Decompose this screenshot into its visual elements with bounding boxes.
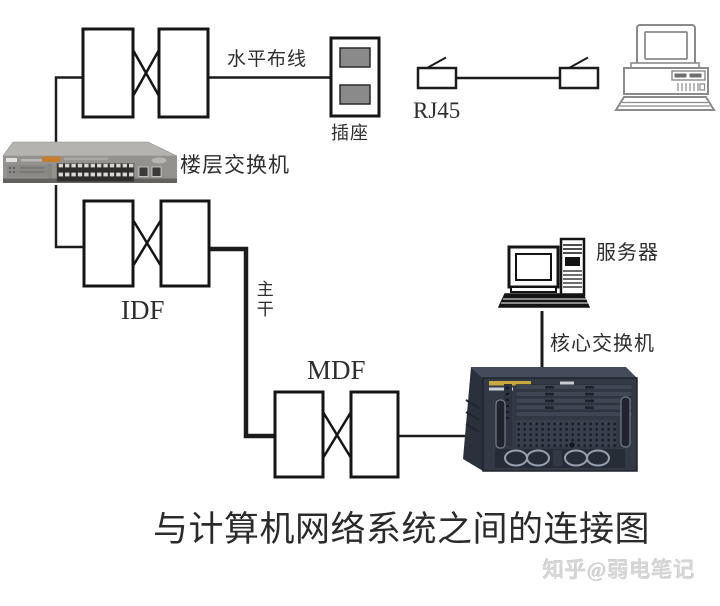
socket-label: 插座 [331,123,369,143]
diagram-title: 与计算机网络系统之间的连接图 [153,510,651,549]
cross-connect-symbol-mdf [273,390,400,479]
wall-socket-icon [329,36,381,118]
cross-connect-symbol-top [81,27,210,119]
floor-switch-image [2,141,178,183]
line-backbone [208,246,275,439]
rj45-label: RJ45 [413,98,461,123]
line-floor-switch-to-idf [54,185,84,249]
rj45-connector-left-icon [416,56,458,90]
connection-lines [54,76,560,439]
rj45-connector-right-icon [558,56,600,90]
core-switch-label: 核心交换机 [550,333,655,355]
cross-connect-symbol-idf [82,199,211,288]
line-cc-to-floor-switch [54,76,83,142]
watermark: 知乎@弱电笔记 [543,558,696,582]
mdf-label: MDF [307,355,366,385]
horizontal-cabling-label: 水平布线 [227,49,308,70]
pc-icon [614,24,716,111]
floor-switch-label: 楼层交换机 [180,153,290,177]
server-icon [497,237,591,308]
core-switch-image [463,367,638,472]
server-label: 服务器 [596,242,659,264]
backbone-label: 主干 [253,280,273,320]
idf-label: IDF [121,295,165,325]
